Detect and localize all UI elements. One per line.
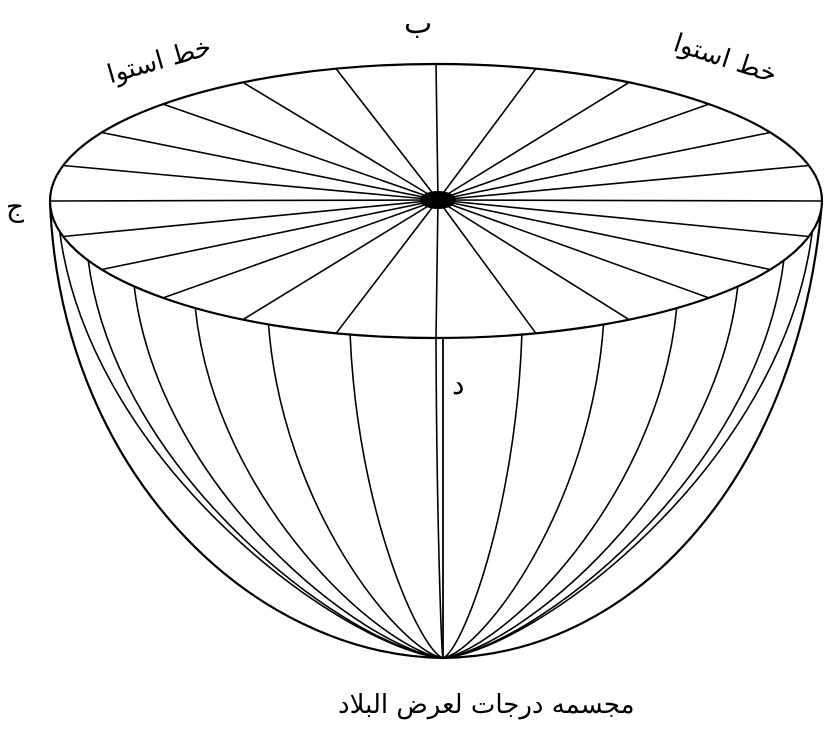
bowl-meridian-line — [442, 231, 814, 659]
rim-spoke-line — [49, 199, 439, 202]
rim-spoke-line — [437, 199, 771, 271]
rim-spoke-line — [101, 199, 439, 271]
rim-spoke-line — [242, 81, 439, 201]
label-left-point: ج — [6, 190, 25, 223]
bowl-meridian-line — [442, 260, 785, 659]
rim-spoke-line — [162, 199, 439, 299]
bowl-meridian-line — [349, 334, 444, 659]
rim-spoke-line — [437, 81, 630, 201]
rim-spoke-line — [435, 63, 439, 201]
bowl-meridian-line — [133, 286, 444, 659]
rim-spoke-line — [63, 199, 439, 238]
center-point — [420, 191, 456, 209]
rim-spoke-line — [335, 68, 439, 201]
rim-spoke-line — [162, 103, 439, 201]
rim-spoke-line — [437, 199, 823, 202]
label-center-point: د — [452, 368, 465, 401]
rim-spoke-line — [437, 103, 710, 201]
label-top-point: ب — [404, 6, 433, 41]
rim-spoke-line — [437, 199, 710, 299]
rim-spoke-line — [435, 199, 439, 339]
rim-spoke-line — [101, 131, 439, 201]
bowl-meridian-line — [267, 324, 444, 659]
bowl-meridian-line — [442, 286, 739, 659]
rim-spoke-line — [437, 68, 537, 201]
rim-radial-lines — [49, 63, 823, 339]
bowl-meridian-line — [194, 308, 444, 659]
rim-spoke-line — [242, 199, 439, 321]
rim-spoke-line — [437, 199, 630, 321]
rim-spoke-line — [437, 199, 537, 334]
rim-spoke-line — [335, 199, 439, 334]
bowl-meridian-line — [442, 324, 605, 659]
rim-spoke-line — [437, 164, 809, 201]
rim-spoke-line — [437, 131, 771, 201]
label-caption: مجسمه درجات لعرض البلاد — [338, 690, 635, 720]
bowl-meridian-line — [87, 260, 444, 659]
bowl-meridian-line — [435, 337, 444, 659]
bowl-meridian-lines — [58, 231, 814, 659]
bowl-meridian-line — [442, 308, 678, 659]
rim-spoke-line — [63, 164, 439, 201]
bowl-meridian-line — [442, 334, 523, 659]
rim-spoke-line — [437, 199, 809, 238]
